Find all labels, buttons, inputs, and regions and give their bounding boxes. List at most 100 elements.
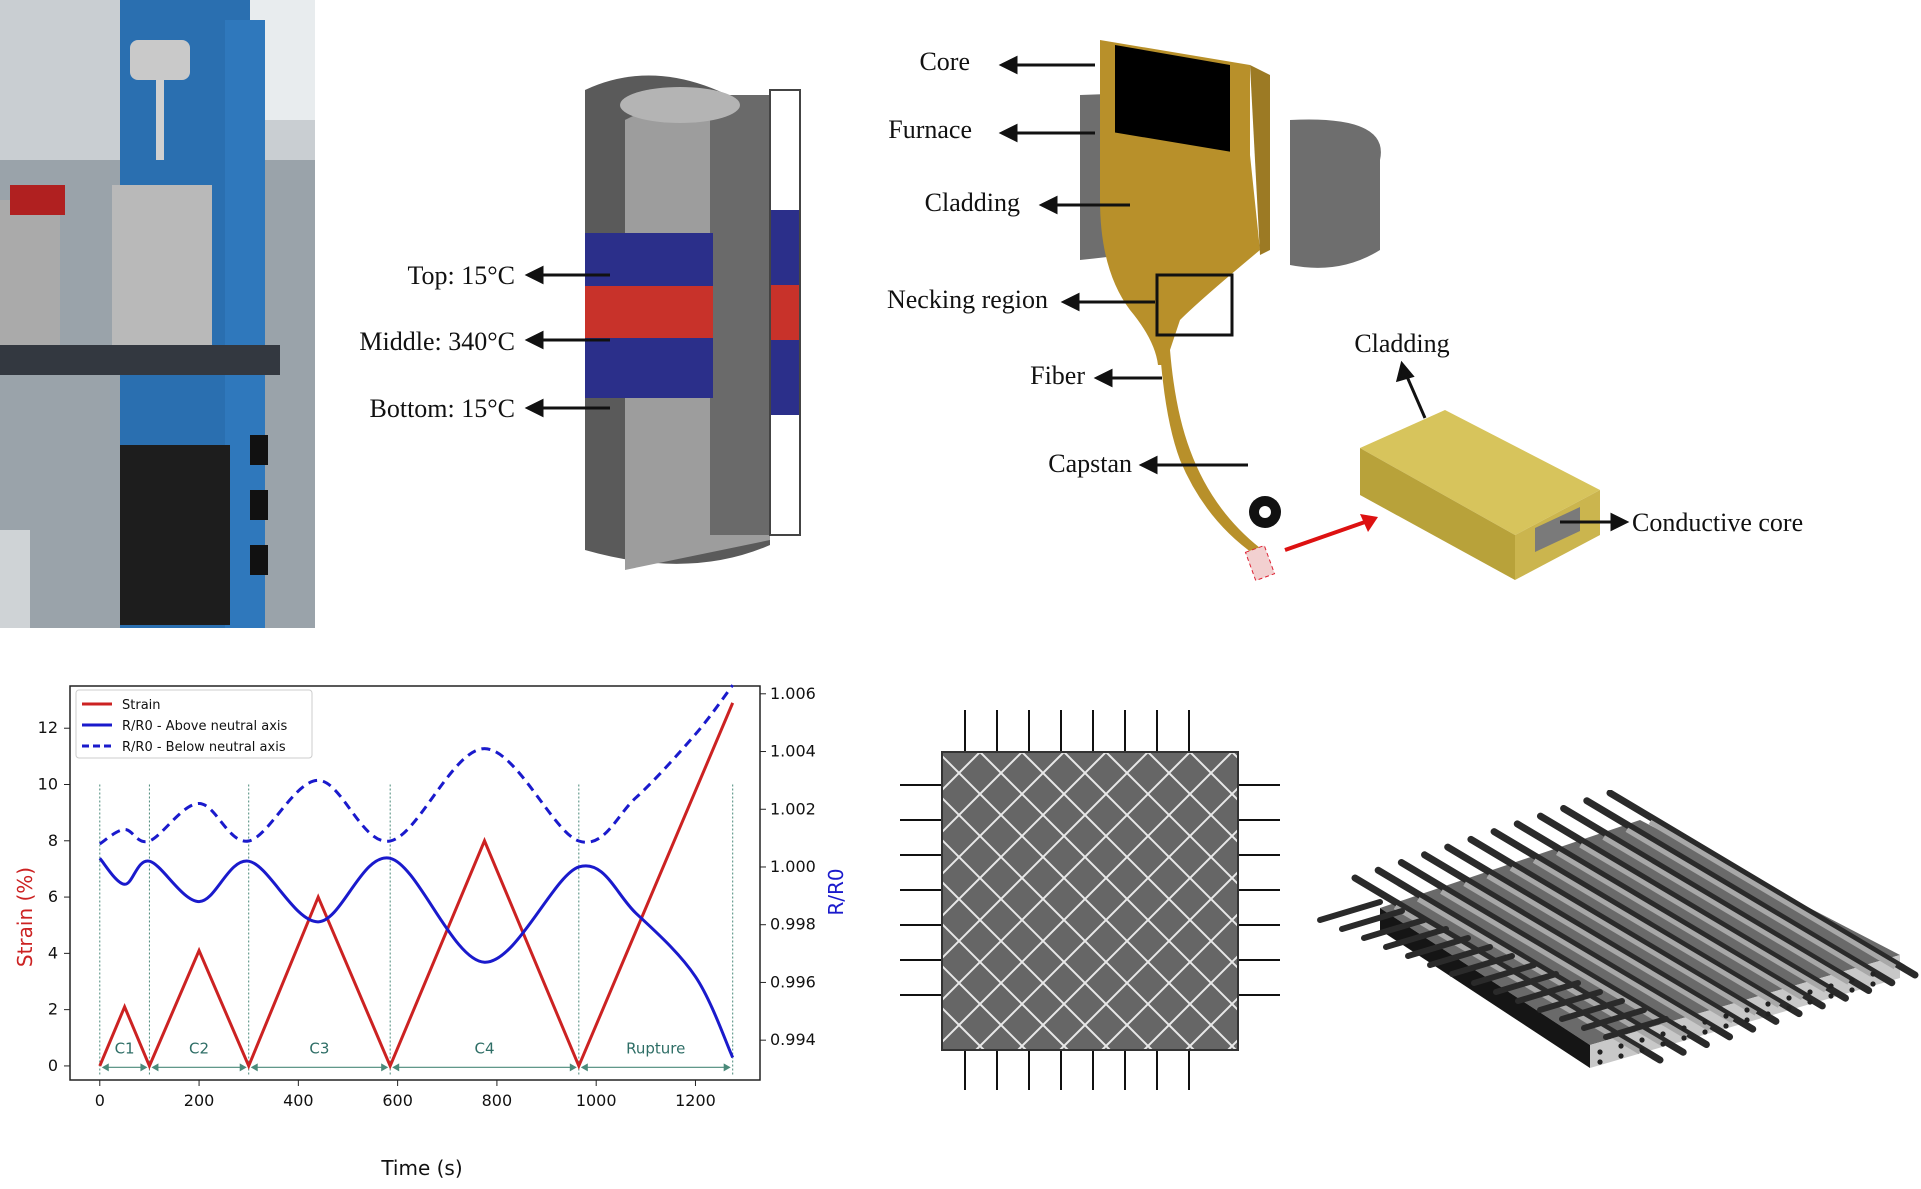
- cross-fiber-strand: [1559, 998, 1625, 1022]
- legend-above-axis: R/R0 - Above neutral axis: [122, 719, 287, 734]
- furnace-mesh-right: [1290, 119, 1381, 268]
- x-axis-label: Time (s): [380, 1156, 462, 1180]
- fiber-end-dot: [1849, 977, 1855, 983]
- weave-line: [979, 752, 1238, 1012]
- fiber-strand: [1536, 812, 1849, 1002]
- cross-fiber-strand: [1581, 1007, 1647, 1031]
- strain-series-line: [98, 702, 735, 1070]
- fiber-end-dot: [1681, 1025, 1687, 1031]
- fiber-end-dot: [1744, 1017, 1750, 1023]
- cross-fiber-strand: [1493, 971, 1559, 995]
- x-tick-label: 1200: [675, 1091, 716, 1110]
- furnace-mesh: [112, 185, 212, 345]
- fiber-end-dot: [1660, 1031, 1666, 1037]
- cross-fiber-strand: [1515, 980, 1581, 1004]
- fiber-highlight: [1602, 835, 1850, 985]
- fiber-highlight: [1509, 866, 1758, 1016]
- fiber-end-dot: [1870, 981, 1876, 987]
- cycle-arrow-head: [392, 1063, 400, 1072]
- chart-legend: Strain R/R0 - Above neutral axis R/R0 - …: [75, 689, 313, 759]
- textile-3d-view: [1317, 790, 1919, 1068]
- fiber-end-dot: [1870, 971, 1876, 977]
- core-label: Core: [919, 47, 970, 76]
- preform-cladding: [1100, 130, 1260, 365]
- cycle-label: C3: [309, 1039, 329, 1057]
- x-tick-label: 1000: [576, 1091, 617, 1110]
- bottom-zone-label: Bottom: 15°C: [370, 394, 515, 423]
- necking-region-label: Necking region: [887, 285, 1048, 314]
- y-tick-label: 6: [48, 887, 58, 906]
- right-y-axis-label: R/R0: [824, 868, 848, 915]
- cycle-arrow-head: [569, 1063, 577, 1072]
- plot-frame: [69, 685, 761, 1081]
- fiber-end-dot: [1828, 983, 1834, 989]
- textile-top-view: [890, 710, 1290, 1090]
- above-axis-series-line: [98, 856, 735, 1059]
- fiber-strand: [1606, 790, 1919, 979]
- weave-line: [890, 752, 896, 1050]
- y-tick-label: 10: [38, 775, 58, 794]
- weave-line: [1021, 752, 1238, 970]
- fiber-highlight: [1555, 850, 1804, 1001]
- fiber-highlight: [1463, 881, 1711, 1031]
- fiber-end-dot: [1807, 999, 1813, 1005]
- fiber-strand: [1444, 843, 1757, 1033]
- weave-line: [942, 752, 1023, 834]
- zone-arrows: [524, 265, 610, 418]
- fiber-highlight: [1648, 819, 1897, 970]
- fiber-end-dot: [1639, 1037, 1645, 1043]
- weave-line: [975, 786, 1238, 1050]
- draw-tower-photo: [0, 0, 315, 628]
- x-tick-label: 0: [95, 1091, 105, 1110]
- fiber-end-dot: [1786, 1005, 1792, 1011]
- y2-tick-label: 0.998: [770, 915, 816, 934]
- weave-line: [1143, 954, 1238, 1050]
- capstan-label: Capstan: [1048, 449, 1132, 478]
- cycle-label: Rupture: [626, 1039, 685, 1057]
- y-tick-label: 0: [48, 1056, 58, 1075]
- weave-line: [1274, 752, 1290, 1050]
- conductive-core-shape: [1535, 507, 1580, 552]
- fiber-highlight: [1416, 897, 1665, 1047]
- weave-line: [942, 880, 1111, 1050]
- x-tick-label: 200: [184, 1091, 215, 1110]
- fiber-strand: [1560, 804, 1873, 994]
- necking-region-box: [1155, 273, 1234, 337]
- cycle-arrow-head: [723, 1063, 731, 1072]
- preform-chuck: [130, 40, 190, 80]
- top-zone-label: Top: 15°C: [407, 261, 515, 290]
- weave-line: [942, 964, 1027, 1050]
- legend-below-axis: R/R0 - Below neutral axis: [122, 740, 286, 755]
- cross-fiber-strand: [1537, 989, 1603, 1013]
- fiber-end-dot: [1702, 1019, 1708, 1025]
- cycle-arrow-head: [101, 1063, 109, 1072]
- weave-line: [1063, 752, 1238, 928]
- y2-tick-label: 0.996: [770, 972, 816, 991]
- weave-line: [1231, 752, 1238, 760]
- weave-line: [942, 754, 1237, 1050]
- mat-fiber-ends: [1597, 971, 1876, 1065]
- y2-tick-label: 1.000: [770, 857, 816, 876]
- weave-line: [1147, 752, 1238, 844]
- fiber-end-dot: [1681, 1035, 1687, 1041]
- cross-fiber-strand: [1427, 944, 1493, 968]
- weave-line: [942, 796, 1195, 1050]
- fiber-strand: [1467, 835, 1780, 1025]
- drawn-fiber: [1160, 350, 1260, 555]
- weave-line: [942, 752, 1233, 1044]
- cycle-arrow-head: [580, 1063, 588, 1072]
- x-tick-label: 400: [283, 1091, 314, 1110]
- capstan-unit: [120, 445, 230, 625]
- fiber-highlight: [1486, 873, 1735, 1024]
- cross-fiber-strand: [1361, 917, 1427, 941]
- weave-line: [942, 752, 1065, 876]
- fiber-end-dot: [1723, 1023, 1729, 1029]
- y2-tick-label: 0.994: [770, 1030, 816, 1049]
- below-axis-series-line: [98, 684, 734, 846]
- cycle-label: C2: [189, 1039, 209, 1057]
- cycle-arrow-head: [250, 1063, 258, 1072]
- weave-line: [890, 752, 938, 1050]
- middle-zone-label: Middle: 340°C: [359, 327, 515, 356]
- cycle-label: C1: [115, 1039, 135, 1057]
- x-tick-label: 800: [482, 1091, 513, 1110]
